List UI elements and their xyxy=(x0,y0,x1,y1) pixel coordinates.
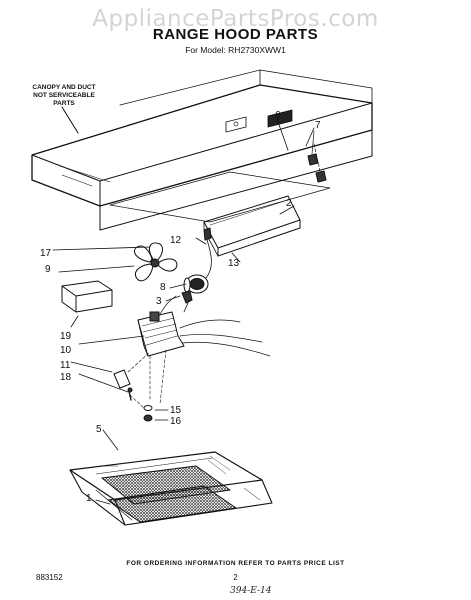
canopy-note-line-3: PARTS xyxy=(53,100,75,107)
washer-part-15 xyxy=(143,405,153,411)
nut-part-16 xyxy=(143,414,153,422)
callout-15: 15 xyxy=(170,405,182,416)
watermark: AppliancePartsPros.com xyxy=(92,6,379,32)
model-subtitle: For Model: RH2730XWW1 xyxy=(185,45,286,55)
callout-2: 2 xyxy=(286,198,292,209)
callout-5: 5 xyxy=(96,424,102,435)
range-hood-body xyxy=(31,69,373,231)
page-number: 2 xyxy=(233,573,238,582)
callout-19: 19 xyxy=(60,331,72,342)
callout-13: 13 xyxy=(228,258,240,269)
callout-leaders xyxy=(52,118,315,505)
callout-12: 12 xyxy=(170,235,182,246)
canopy-note: CANOPY AND DUCT NOT SERVICEABLE PARTS xyxy=(25,84,103,108)
callout-8: 8 xyxy=(160,282,166,293)
note-leader xyxy=(61,106,79,134)
callout-11: 11 xyxy=(60,360,71,371)
callout-3: 3 xyxy=(156,296,162,307)
motor-part-10 xyxy=(137,295,271,357)
callout-9: 9 xyxy=(45,264,51,275)
canopy-note-line-1: CANOPY AND DUCT xyxy=(32,84,96,91)
knob-part-7 xyxy=(307,130,327,183)
lamp-socket-part-12 xyxy=(203,227,212,279)
part-number: 883152 xyxy=(36,573,63,582)
clip-part-3 xyxy=(181,290,193,313)
callout-6: 6 xyxy=(275,110,281,121)
canopy-note-line-2: NOT SERVICEABLE xyxy=(33,92,95,99)
plug-part-8 xyxy=(183,274,209,294)
mesh-filters-part-1 xyxy=(95,465,237,523)
bracket-part-11 xyxy=(113,369,133,401)
fan-blade-part-9 xyxy=(133,242,178,282)
grease-cup-part-19 xyxy=(61,280,113,313)
callout-10: 10 xyxy=(60,345,72,356)
assembly-lines xyxy=(127,349,167,411)
ordering-info-footer: FOR ORDERING INFORMATION REFER TO PARTS … xyxy=(126,560,345,567)
callout-7: 7 xyxy=(315,120,321,131)
handwritten-note: 394-E-14 xyxy=(230,586,272,596)
page-title: RANGE HOOD PARTS xyxy=(152,26,319,43)
callout-labels: 6 7 2 17 12 13 9 8 3 19 10 11 18 15 16 5… xyxy=(40,110,321,504)
callout-1: 1 xyxy=(86,493,92,504)
callout-17: 17 xyxy=(40,248,52,259)
callout-18: 18 xyxy=(60,372,72,383)
callout-16: 16 xyxy=(170,416,182,427)
filter-frame-part-5 xyxy=(69,451,273,526)
